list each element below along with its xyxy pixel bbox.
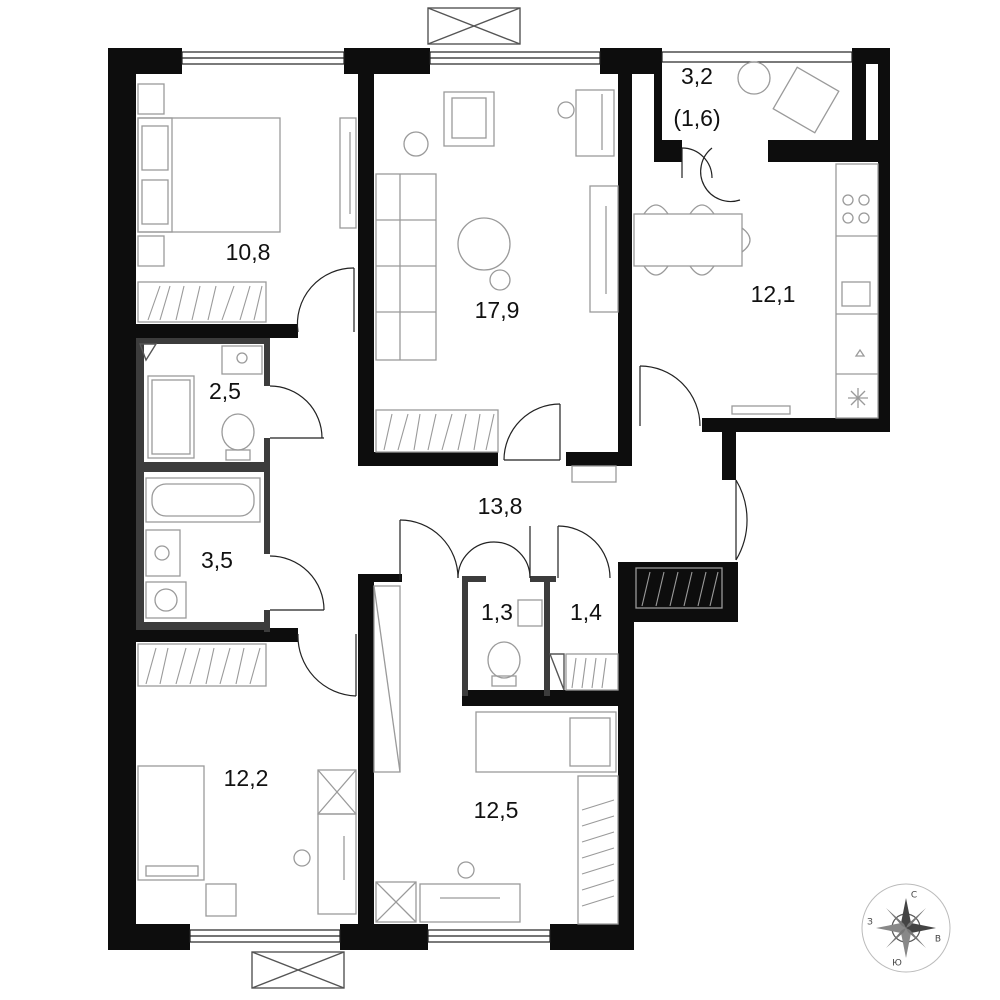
living-wardrobe-icon	[375, 409, 499, 453]
compass-east: В	[935, 935, 941, 945]
window-balcony	[661, 51, 853, 63]
room-area-balcony: 3,2	[681, 63, 713, 89]
toilet-icon	[221, 413, 255, 451]
room-area-bedroom-2: 12,2	[224, 765, 269, 791]
single-bed-icon	[137, 765, 205, 881]
room-area-living: 17,9	[475, 297, 520, 323]
balcony-table-icon	[737, 61, 771, 95]
compass-west: З	[867, 918, 873, 928]
nightstand-2-icon	[375, 881, 417, 923]
single-bed-2-icon	[475, 711, 617, 773]
washbasin-icon	[221, 345, 263, 375]
room-labels: 10,8 17,9 3,2 (1,6) 12,1 2,5 3,5 13,8 1,…	[201, 63, 795, 823]
compass-rose-icon: С З В Ю	[861, 883, 951, 973]
bedroom-2-furniture	[137, 643, 357, 917]
shower-tray-icon	[147, 375, 195, 459]
partition-walls	[136, 338, 556, 696]
wc-basin-icon	[517, 599, 543, 627]
balcony-furniture	[737, 61, 840, 134]
wardrobe-3-icon	[577, 775, 619, 925]
room-area-bathroom-small: 2,5	[209, 378, 241, 404]
dining-table-icon	[633, 213, 743, 267]
ac-units	[251, 7, 521, 989]
snowflake-icon	[848, 388, 868, 408]
tv-stand-icon	[339, 117, 357, 229]
wc-toilet-icon	[487, 641, 521, 679]
room-area-storage: 1,4	[570, 599, 602, 625]
stove-icon	[842, 194, 854, 206]
wardrobe-2-icon	[137, 643, 267, 687]
bathroom-small-fixtures	[138, 343, 263, 461]
sofa-icon	[375, 173, 437, 361]
kitchen-counter-icon	[835, 163, 879, 419]
tv-cabinet-icon	[589, 185, 619, 313]
hall-wardrobe-icon	[373, 585, 401, 773]
room-area-bedroom-1: 10,8	[226, 239, 271, 265]
entry-wardrobe-icon	[635, 567, 723, 609]
wardrobe-hatch-icon	[147, 285, 263, 321]
wardrobe-icon	[137, 281, 267, 323]
desk-3-icon	[419, 883, 521, 923]
desk-icon	[575, 89, 615, 157]
windows	[181, 51, 853, 943]
desk-2-icon	[317, 813, 357, 915]
room-area-kitchen: 12,1	[751, 281, 796, 307]
doors	[269, 147, 748, 697]
bathtub-icon	[145, 477, 261, 523]
room-area-bedroom-3: 12,5	[474, 797, 519, 823]
ac-unit-top-icon	[427, 7, 521, 45]
bedroom-1-furniture	[137, 83, 357, 323]
compass-north: С	[911, 891, 917, 901]
wc-fixtures	[487, 599, 543, 687]
bathroom-large-fixtures	[145, 477, 261, 619]
office-chair-icon	[557, 101, 575, 119]
room-area-balcony-reduced: (1,6)	[673, 105, 720, 131]
kitchen-furniture	[633, 163, 879, 419]
storage-fixtures	[548, 567, 723, 691]
washing-machine-icon	[145, 581, 187, 619]
armchair-icon	[443, 91, 495, 147]
lamp-icon	[403, 131, 429, 157]
ac-unit-bottom-icon	[251, 951, 345, 989]
room-area-hall: 13,8	[478, 493, 523, 519]
desk-chair-2-icon	[457, 861, 475, 879]
balcony-armchair-icon	[772, 66, 840, 134]
room-area-bathroom-large: 3,5	[201, 547, 233, 573]
living-furniture	[375, 89, 619, 483]
desk-chair-icon	[293, 849, 311, 867]
room-area-wc: 1,3	[481, 599, 513, 625]
round-table-icon	[457, 217, 511, 271]
exterior-walls	[108, 48, 890, 950]
bedroom-3-furniture	[373, 585, 619, 925]
washbasin-2-icon	[145, 529, 181, 577]
compass-south: Ю	[892, 959, 902, 969]
sink-icon	[841, 281, 871, 307]
double-bed-icon	[137, 117, 281, 233]
storage-shelf-icon	[565, 653, 619, 691]
nightstand-icon	[205, 883, 237, 917]
